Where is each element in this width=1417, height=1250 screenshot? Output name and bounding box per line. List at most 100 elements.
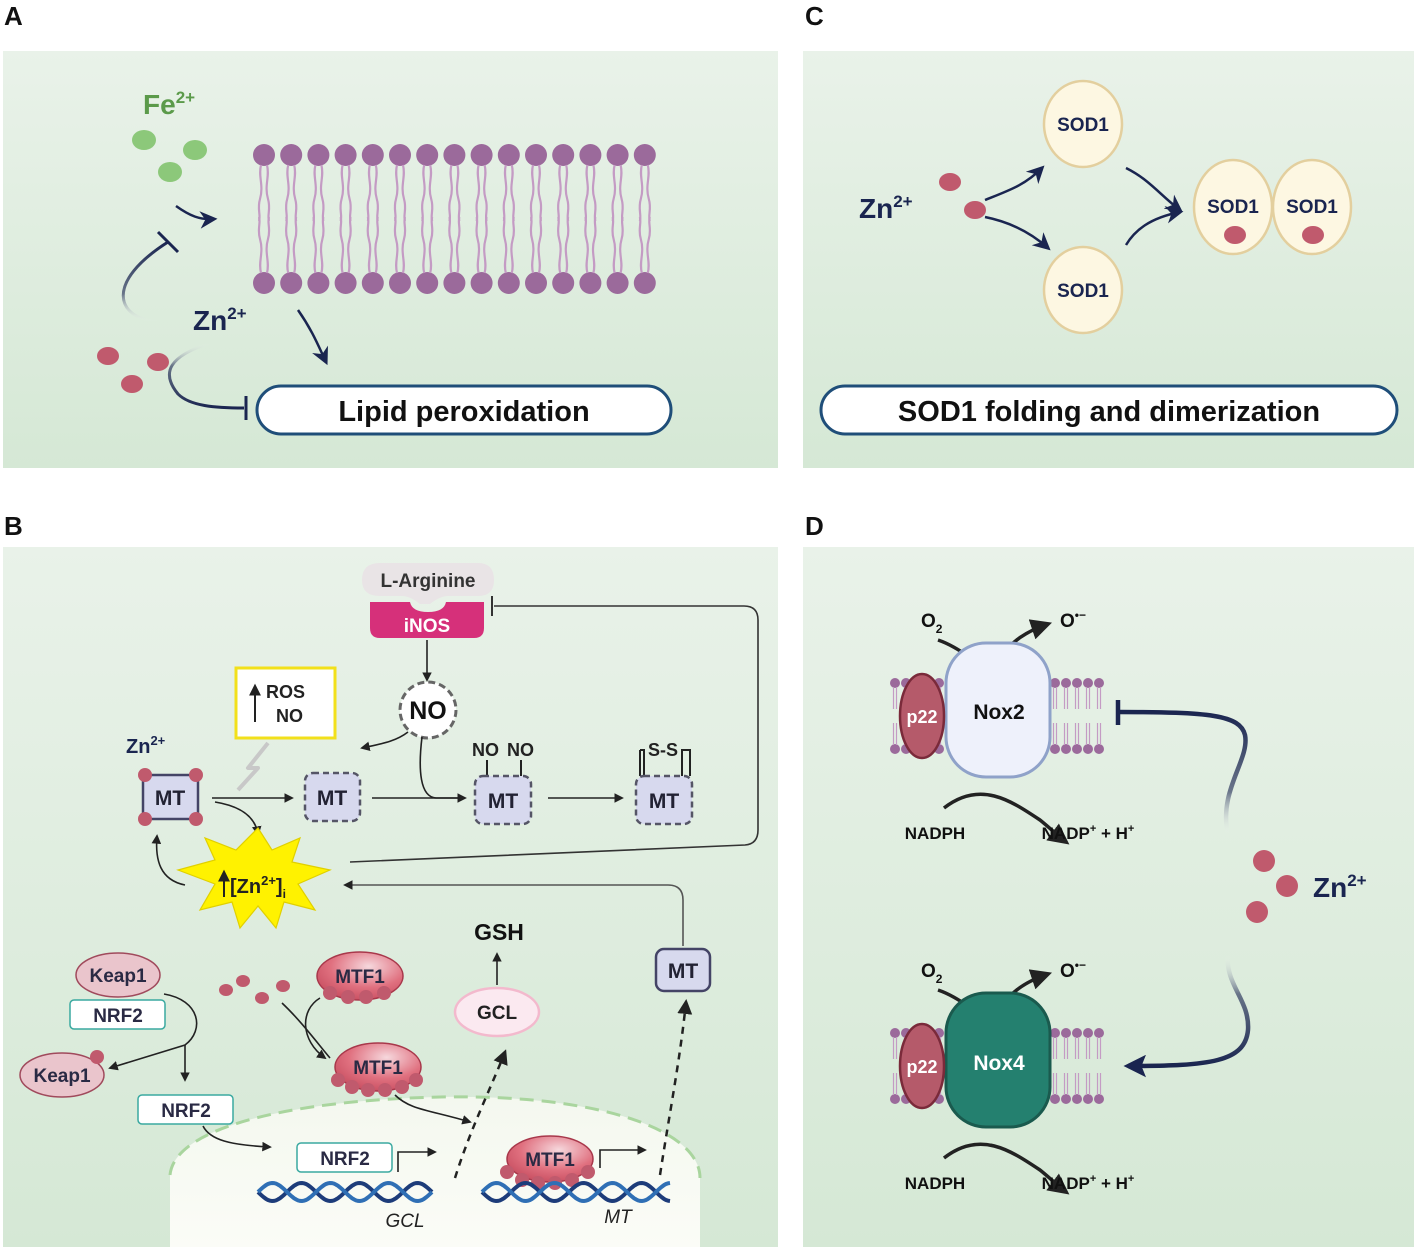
mt-transcription-arrow [599, 1145, 647, 1168]
sod1-dimer-right [1271, 158, 1353, 256]
inos-label: iNOS [404, 616, 450, 637]
keap1-protein [75, 952, 161, 998]
bond-line [681, 749, 691, 776]
sod1-folding-box [819, 384, 1399, 436]
zn-activates-nox4-arrow [1123, 954, 1251, 1078]
zinc-ion [964, 201, 986, 219]
sod1-label: SOD1 [1057, 281, 1109, 302]
keap1-release-arrow [108, 993, 198, 1071]
dna-strand [480, 1180, 671, 1204]
zinc-ion [395, 1080, 409, 1094]
mt-gene-label: MT [604, 1207, 633, 1228]
zinc-ion [500, 1165, 514, 1179]
membrane-to-peroxidation-arrow [296, 309, 328, 366]
panel-a-letter: A [4, 1, 23, 31]
mt-label: MT [317, 787, 347, 810]
inos-enzyme [370, 602, 484, 638]
panel-c-letter: C [805, 1, 824, 31]
no-molecule [398, 680, 458, 740]
zinc-ion [378, 1083, 392, 1097]
mtf1-zinc-dots [331, 1073, 423, 1097]
disulfide-label: S-S [648, 740, 678, 760]
nrf2-to-nucleus-arrow [202, 1125, 272, 1152]
zn-to-mtf1-line [281, 1002, 331, 1059]
zinc-ion [565, 1173, 579, 1187]
p22-subunit [898, 1022, 946, 1110]
l-arginine-shape [362, 563, 494, 604]
nadph-oxidation-arrow [942, 792, 1070, 845]
zinc-dots-a [97, 347, 169, 393]
mt-gene-dna [480, 1180, 671, 1204]
intracellular-zinc-label: [Zn2+]i [230, 873, 286, 901]
nrf2-label: NRF2 [320, 1149, 370, 1170]
zinc-ion [323, 986, 337, 1000]
panel-b-letter: B [4, 511, 23, 541]
bond-line [640, 749, 645, 776]
zinc-dots-b [219, 975, 290, 1004]
mtf1-activated [334, 1042, 422, 1092]
zinc-ion [1302, 226, 1324, 244]
nadp-label: NADP+ + H+ [1042, 823, 1135, 843]
zn-to-mt-arrow [151, 834, 186, 886]
nucleus [170, 1096, 700, 1247]
nrf2-free [137, 1094, 234, 1125]
no-to-mt-arrow [360, 731, 409, 752]
keap1-label: Keap1 [33, 1066, 90, 1087]
zinc-ion [581, 1165, 595, 1179]
zinc-ion [97, 347, 119, 365]
zinc-ion [219, 984, 233, 996]
nrf2-bound [296, 1142, 393, 1173]
gcl-transcription-arrow [397, 1147, 437, 1172]
mtf1-to-nucleus-arrow [394, 1094, 472, 1125]
mtf1-label: MTF1 [335, 967, 385, 988]
zinc-ion [345, 1080, 359, 1094]
zinc-ion [138, 768, 152, 782]
panel-d-background [803, 547, 1414, 1247]
ros-no-box [234, 666, 337, 740]
zinc-ion [255, 992, 269, 1004]
nox2-label: Nox2 [973, 701, 1024, 724]
zn-inhibits-peroxidation-line [167, 341, 245, 410]
mt-disulfide [634, 774, 694, 826]
gcl-expression-arrow [453, 1049, 508, 1179]
p22-subunit [898, 672, 946, 760]
zinc-ion [276, 980, 290, 992]
nox4-enzyme [944, 991, 1052, 1129]
zn-inhibits-nox2-line [1117, 709, 1248, 836]
panel-d-letter: D [805, 511, 824, 541]
nox2-enzyme [944, 641, 1052, 779]
l-arginine-label: L-Arginine [381, 571, 476, 592]
zinc-ion [189, 768, 203, 782]
nadph-label: NADPH [905, 1174, 965, 1193]
no-pair-label-2: NO [507, 740, 534, 760]
zn-inhibits-iron-line [121, 240, 169, 324]
sod1-top-to-dimer-arrow [1125, 166, 1183, 213]
gcl-gene-dna [256, 1180, 434, 1204]
zn-to-sod1-bottom-arrow [984, 215, 1051, 251]
fe-label: Fe2+ [143, 88, 195, 120]
o2-label: O2 [921, 961, 943, 986]
no-label: NO [409, 697, 447, 725]
mt-synthesized [654, 947, 712, 993]
stress-bolt-icon [236, 741, 270, 792]
lipid-peroxidation-label: Lipid peroxidation [338, 396, 589, 428]
superoxide-label: O•− [1060, 608, 1086, 632]
mt-label: MT [649, 790, 679, 813]
fe-to-membrane-arrow [175, 204, 218, 229]
nrf2-label: NRF2 [161, 1101, 211, 1122]
sod1-bottom-to-dimer-arrow [1124, 206, 1184, 246]
zinc-ion [377, 986, 391, 1000]
mt-label: MT [668, 960, 698, 983]
zinc-ion [189, 812, 203, 826]
zinc-ion [359, 990, 373, 1004]
mtf1-zinc-dots [323, 986, 391, 1004]
mtf1-activation-arrow [304, 997, 327, 1060]
nox4-label: Nox4 [973, 1052, 1025, 1075]
zinc-ion [236, 975, 250, 987]
o2-label: O2 [921, 611, 943, 636]
zn-label-d: Zn2+ [1313, 871, 1367, 903]
nadph-label: NADPH [905, 824, 965, 843]
gsh-label: GSH [474, 919, 524, 945]
zinc-ion [341, 990, 355, 1004]
sod1-label: SOD1 [1207, 197, 1259, 218]
